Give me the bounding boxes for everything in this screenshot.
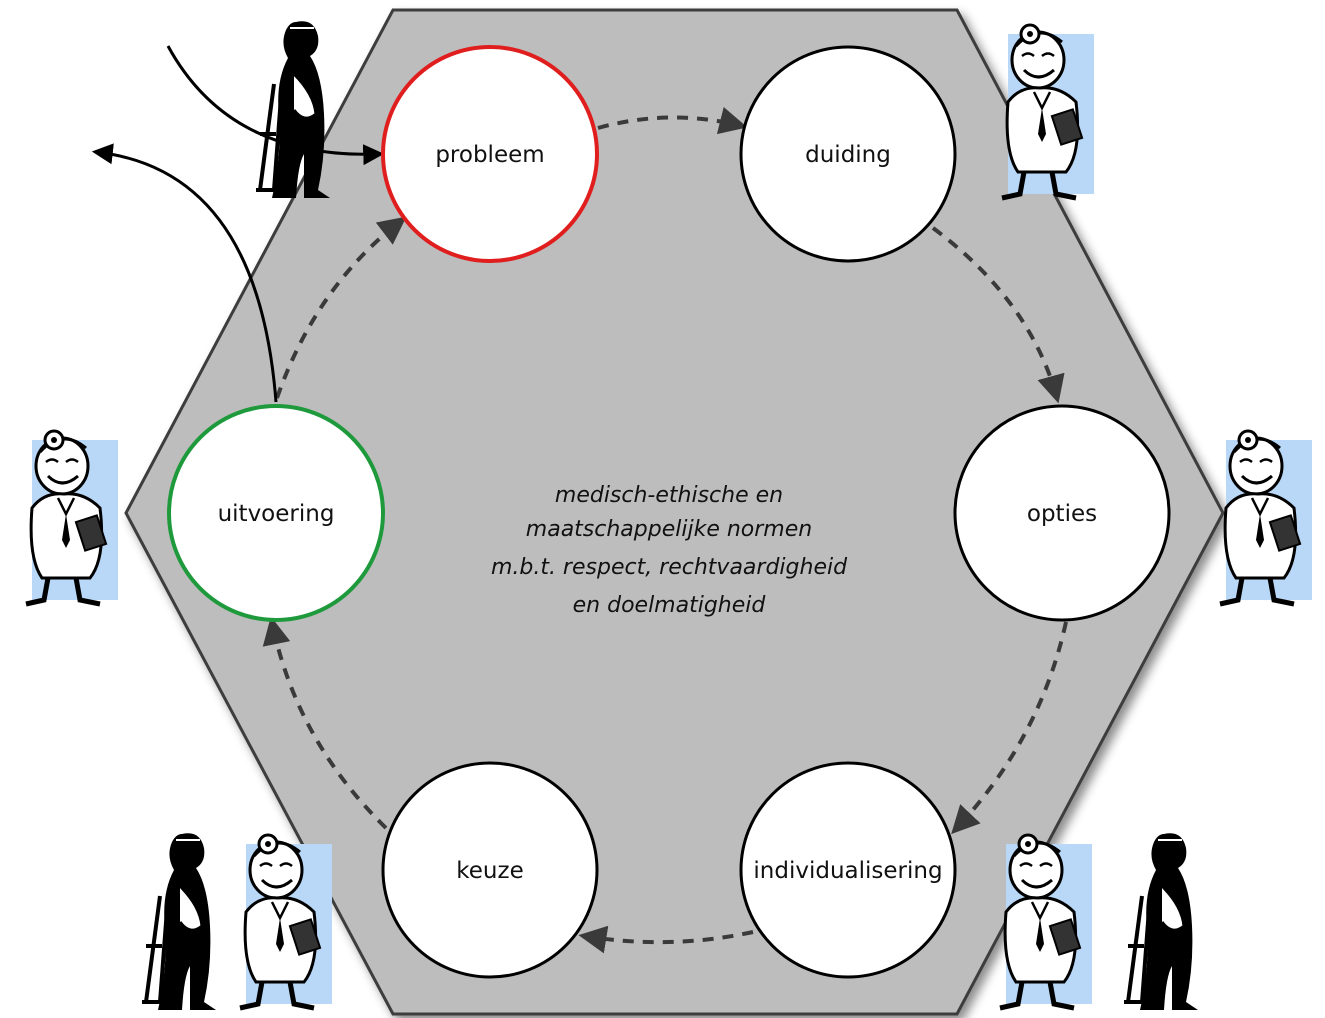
- arrow-keuze-uitvoering: [262, 616, 388, 830]
- node-label-keuze: keuze: [456, 858, 523, 884]
- center-text-line-3: m.b.t. respect, rechtvaardigheid: [491, 555, 848, 580]
- center-text: medisch-ethische en maatschappelijke nor…: [491, 483, 848, 618]
- node-label-opties: opties: [1027, 501, 1097, 527]
- arrow-duiding-opties: [931, 226, 1065, 404]
- node-probleem: probleem: [381, 45, 599, 263]
- arrow-uitvoering-probleem: [275, 216, 407, 399]
- node-duiding: duiding: [739, 45, 957, 263]
- arrow-outgoing-result: [91, 143, 278, 403]
- center-text-line-2: maatschappelijke normen: [526, 517, 812, 542]
- hexagon-background: [124, 8, 1225, 1016]
- center-text-line-1: medisch-ethische en: [555, 483, 783, 508]
- doctor-icon: [1002, 25, 1094, 198]
- external-arrows: [91, 45, 385, 403]
- cycle-arrows: [262, 106, 1068, 954]
- patient-icon: [254, 19, 332, 200]
- doctor-icon: [26, 431, 118, 604]
- arrow-opties-individualisering: [951, 621, 1068, 835]
- doctor-icon: [1220, 431, 1312, 604]
- node-label-duiding: duiding: [805, 142, 891, 168]
- center-text-line-4: en doelmatigheid: [573, 593, 767, 618]
- node-label-uitvoering: uitvoering: [218, 501, 335, 527]
- node-label-probleem: probleem: [435, 142, 544, 168]
- arrow-probleem-duiding: [597, 106, 748, 135]
- arrow-incoming-problem: [166, 45, 385, 166]
- doctor-icon: [240, 835, 332, 1008]
- patient-icon: [140, 831, 218, 1012]
- node-keuze: keuze: [381, 761, 599, 979]
- node-individualisering: individualisering: [739, 761, 957, 979]
- arrow-individualisering-keuze: [578, 925, 754, 954]
- nodes: probleem duiding opties individualiserin…: [167, 45, 1171, 979]
- node-uitvoering: uitvoering: [167, 404, 385, 622]
- node-label-individualisering: individualisering: [753, 858, 942, 884]
- doctor-icon: [1000, 835, 1092, 1008]
- node-opties: opties: [953, 404, 1171, 622]
- patient-icon: [1122, 831, 1200, 1012]
